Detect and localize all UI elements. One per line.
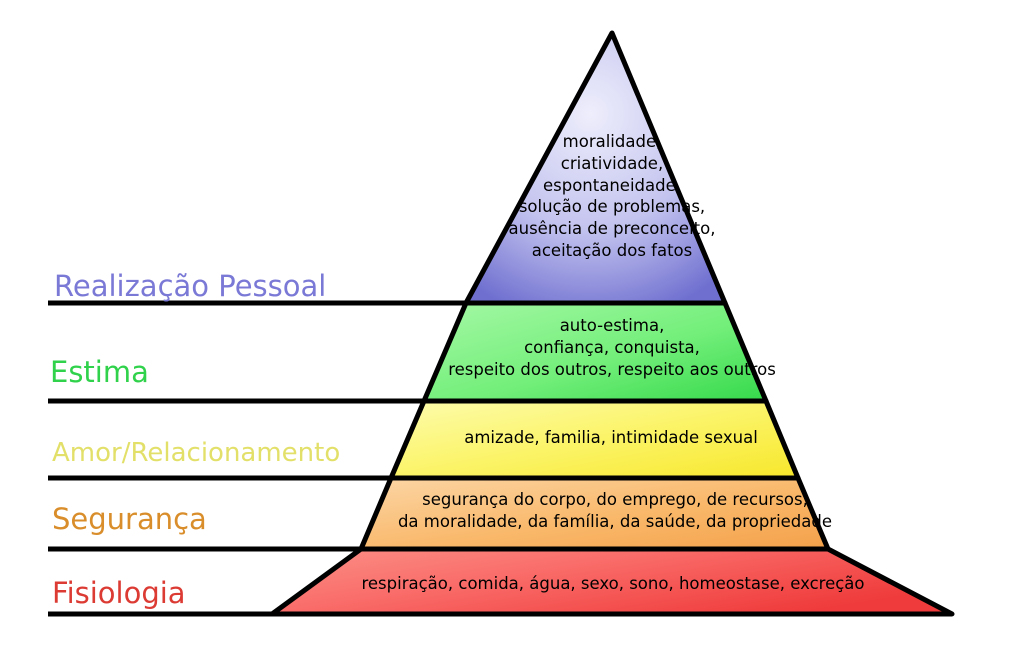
tier-shape-physiological xyxy=(269,546,955,617)
tier-label-physiological: Fisiologia xyxy=(52,576,186,610)
tier-label-self-actualization: Realização Pessoal xyxy=(54,269,327,303)
tier-shape-safety xyxy=(358,475,831,552)
tier-label-love-belonging: Amor/Relacionamento xyxy=(52,438,341,468)
tier-label-safety: Segurança xyxy=(52,502,207,536)
tier-label-esteem: Estima xyxy=(50,355,149,389)
tier-shape-love-belonging xyxy=(388,398,801,481)
tier-shape-self-actualization xyxy=(463,30,728,306)
tier-shape-esteem xyxy=(421,300,769,404)
